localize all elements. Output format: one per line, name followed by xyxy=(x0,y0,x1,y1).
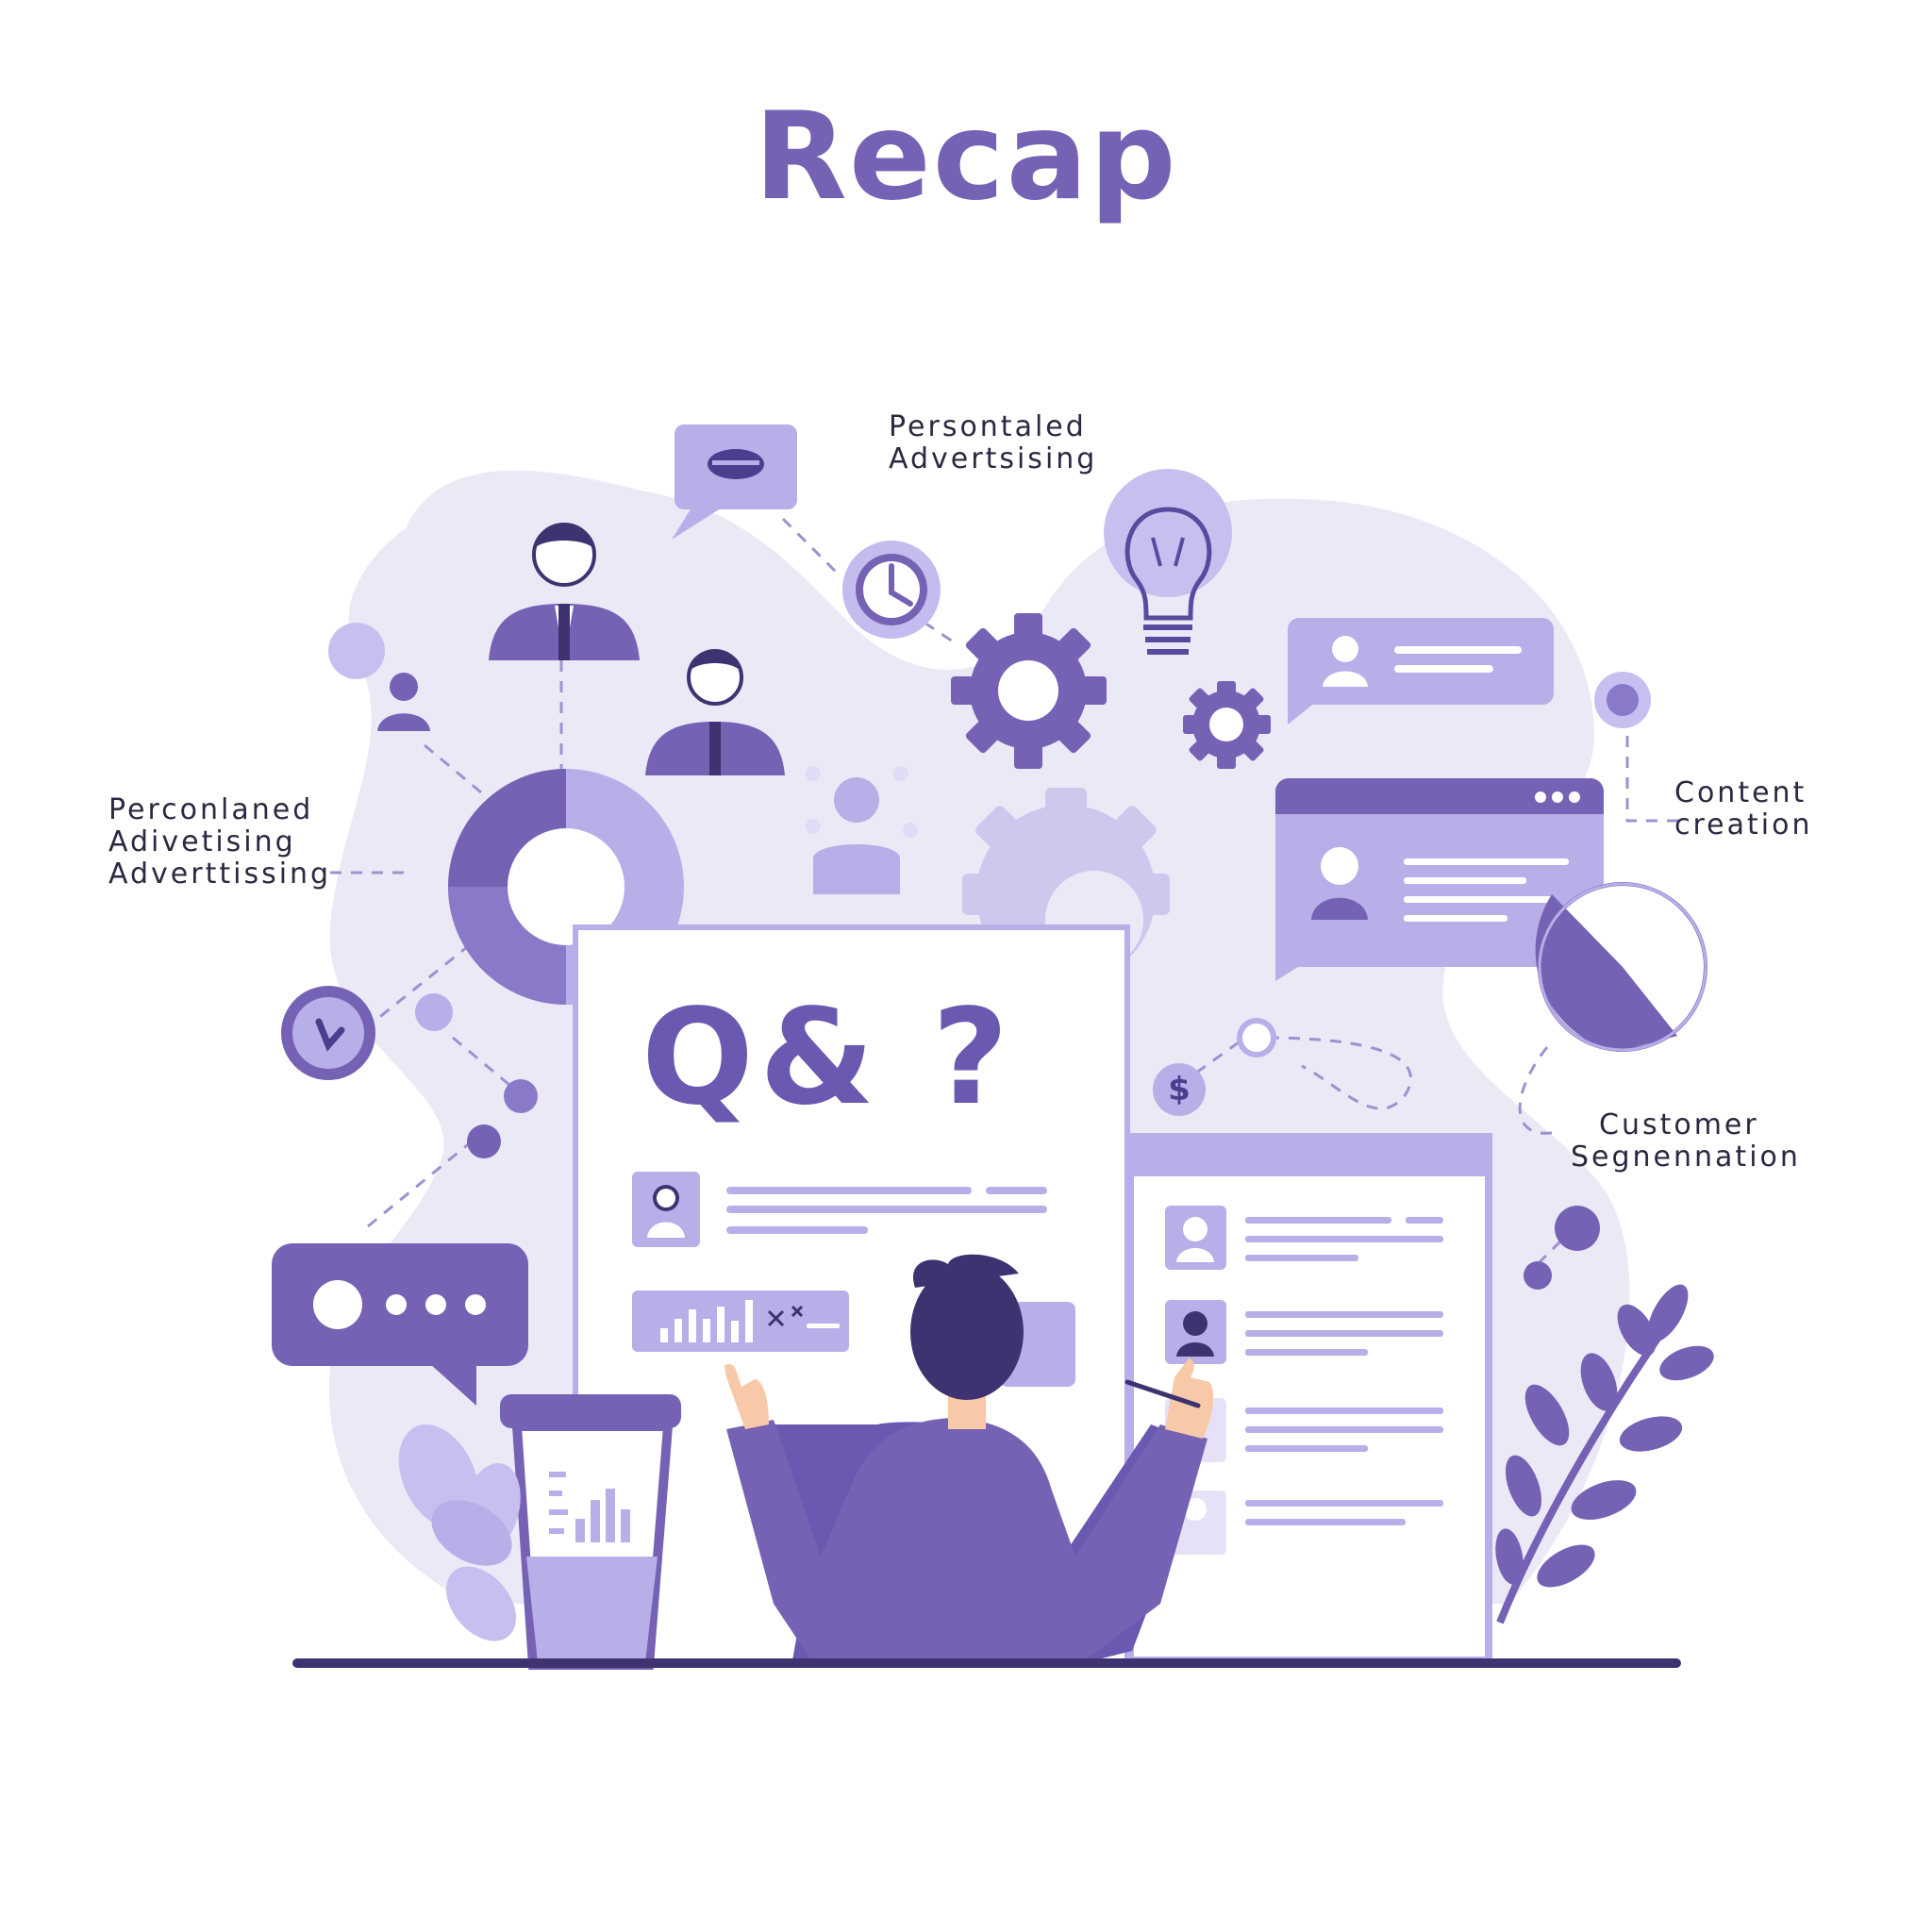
gear-icon-small xyxy=(1183,681,1271,769)
label-line: Persontaled xyxy=(889,410,1087,443)
person-presenting xyxy=(724,1254,1214,1660)
label-line: Adivetising xyxy=(108,825,296,858)
label-line: creation xyxy=(1674,808,1813,841)
dollar-symbol: $ xyxy=(1168,1071,1191,1108)
plant-icon-right xyxy=(1495,1284,1714,1624)
label-line: Perconlaned xyxy=(108,793,314,826)
page-title: Recap xyxy=(754,87,1178,227)
person-icon-network xyxy=(806,766,918,894)
person-icon-left xyxy=(328,623,430,731)
label-personalized-advertising-left: Perconlaned Adivetising Adverttissing xyxy=(108,794,331,891)
connector-lines xyxy=(330,517,1689,1266)
label-customer-segmentation: Customer Segnennation xyxy=(1571,1109,1801,1174)
qa-heading: Q& ? xyxy=(641,981,1015,1135)
label-line: Segnennation xyxy=(1571,1141,1801,1174)
plant-icon-left xyxy=(398,1424,521,1641)
person-icon-businessman-2 xyxy=(645,649,785,775)
dollar-icon xyxy=(1153,1018,1276,1116)
label-line: Advertsising xyxy=(889,442,1098,475)
label-content-creation: Content creation xyxy=(1674,777,1812,841)
pie-chart-icon xyxy=(1535,882,1707,1052)
coffee-cup-icon xyxy=(500,1394,681,1670)
chat-bubble-icon xyxy=(672,425,797,540)
label-personalized-advertising-top: Persontaled Advertsising xyxy=(889,411,1097,475)
label-line: Content xyxy=(1674,776,1807,809)
network-dots xyxy=(415,672,1651,1290)
person-icon-businessman-1 xyxy=(489,523,640,660)
lightbulb-icon xyxy=(1104,469,1232,655)
ground-line xyxy=(292,1658,1681,1668)
gear-icon xyxy=(951,613,1107,769)
label-line: Adverttissing xyxy=(108,858,332,891)
typing-bubble-icon xyxy=(272,1243,528,1406)
clock-icon xyxy=(842,541,941,639)
clock-icon-left xyxy=(281,986,375,1080)
profile-chat-card xyxy=(1288,618,1554,724)
browser-window-card xyxy=(1275,778,1604,981)
label-line: Customer xyxy=(1599,1108,1759,1141)
